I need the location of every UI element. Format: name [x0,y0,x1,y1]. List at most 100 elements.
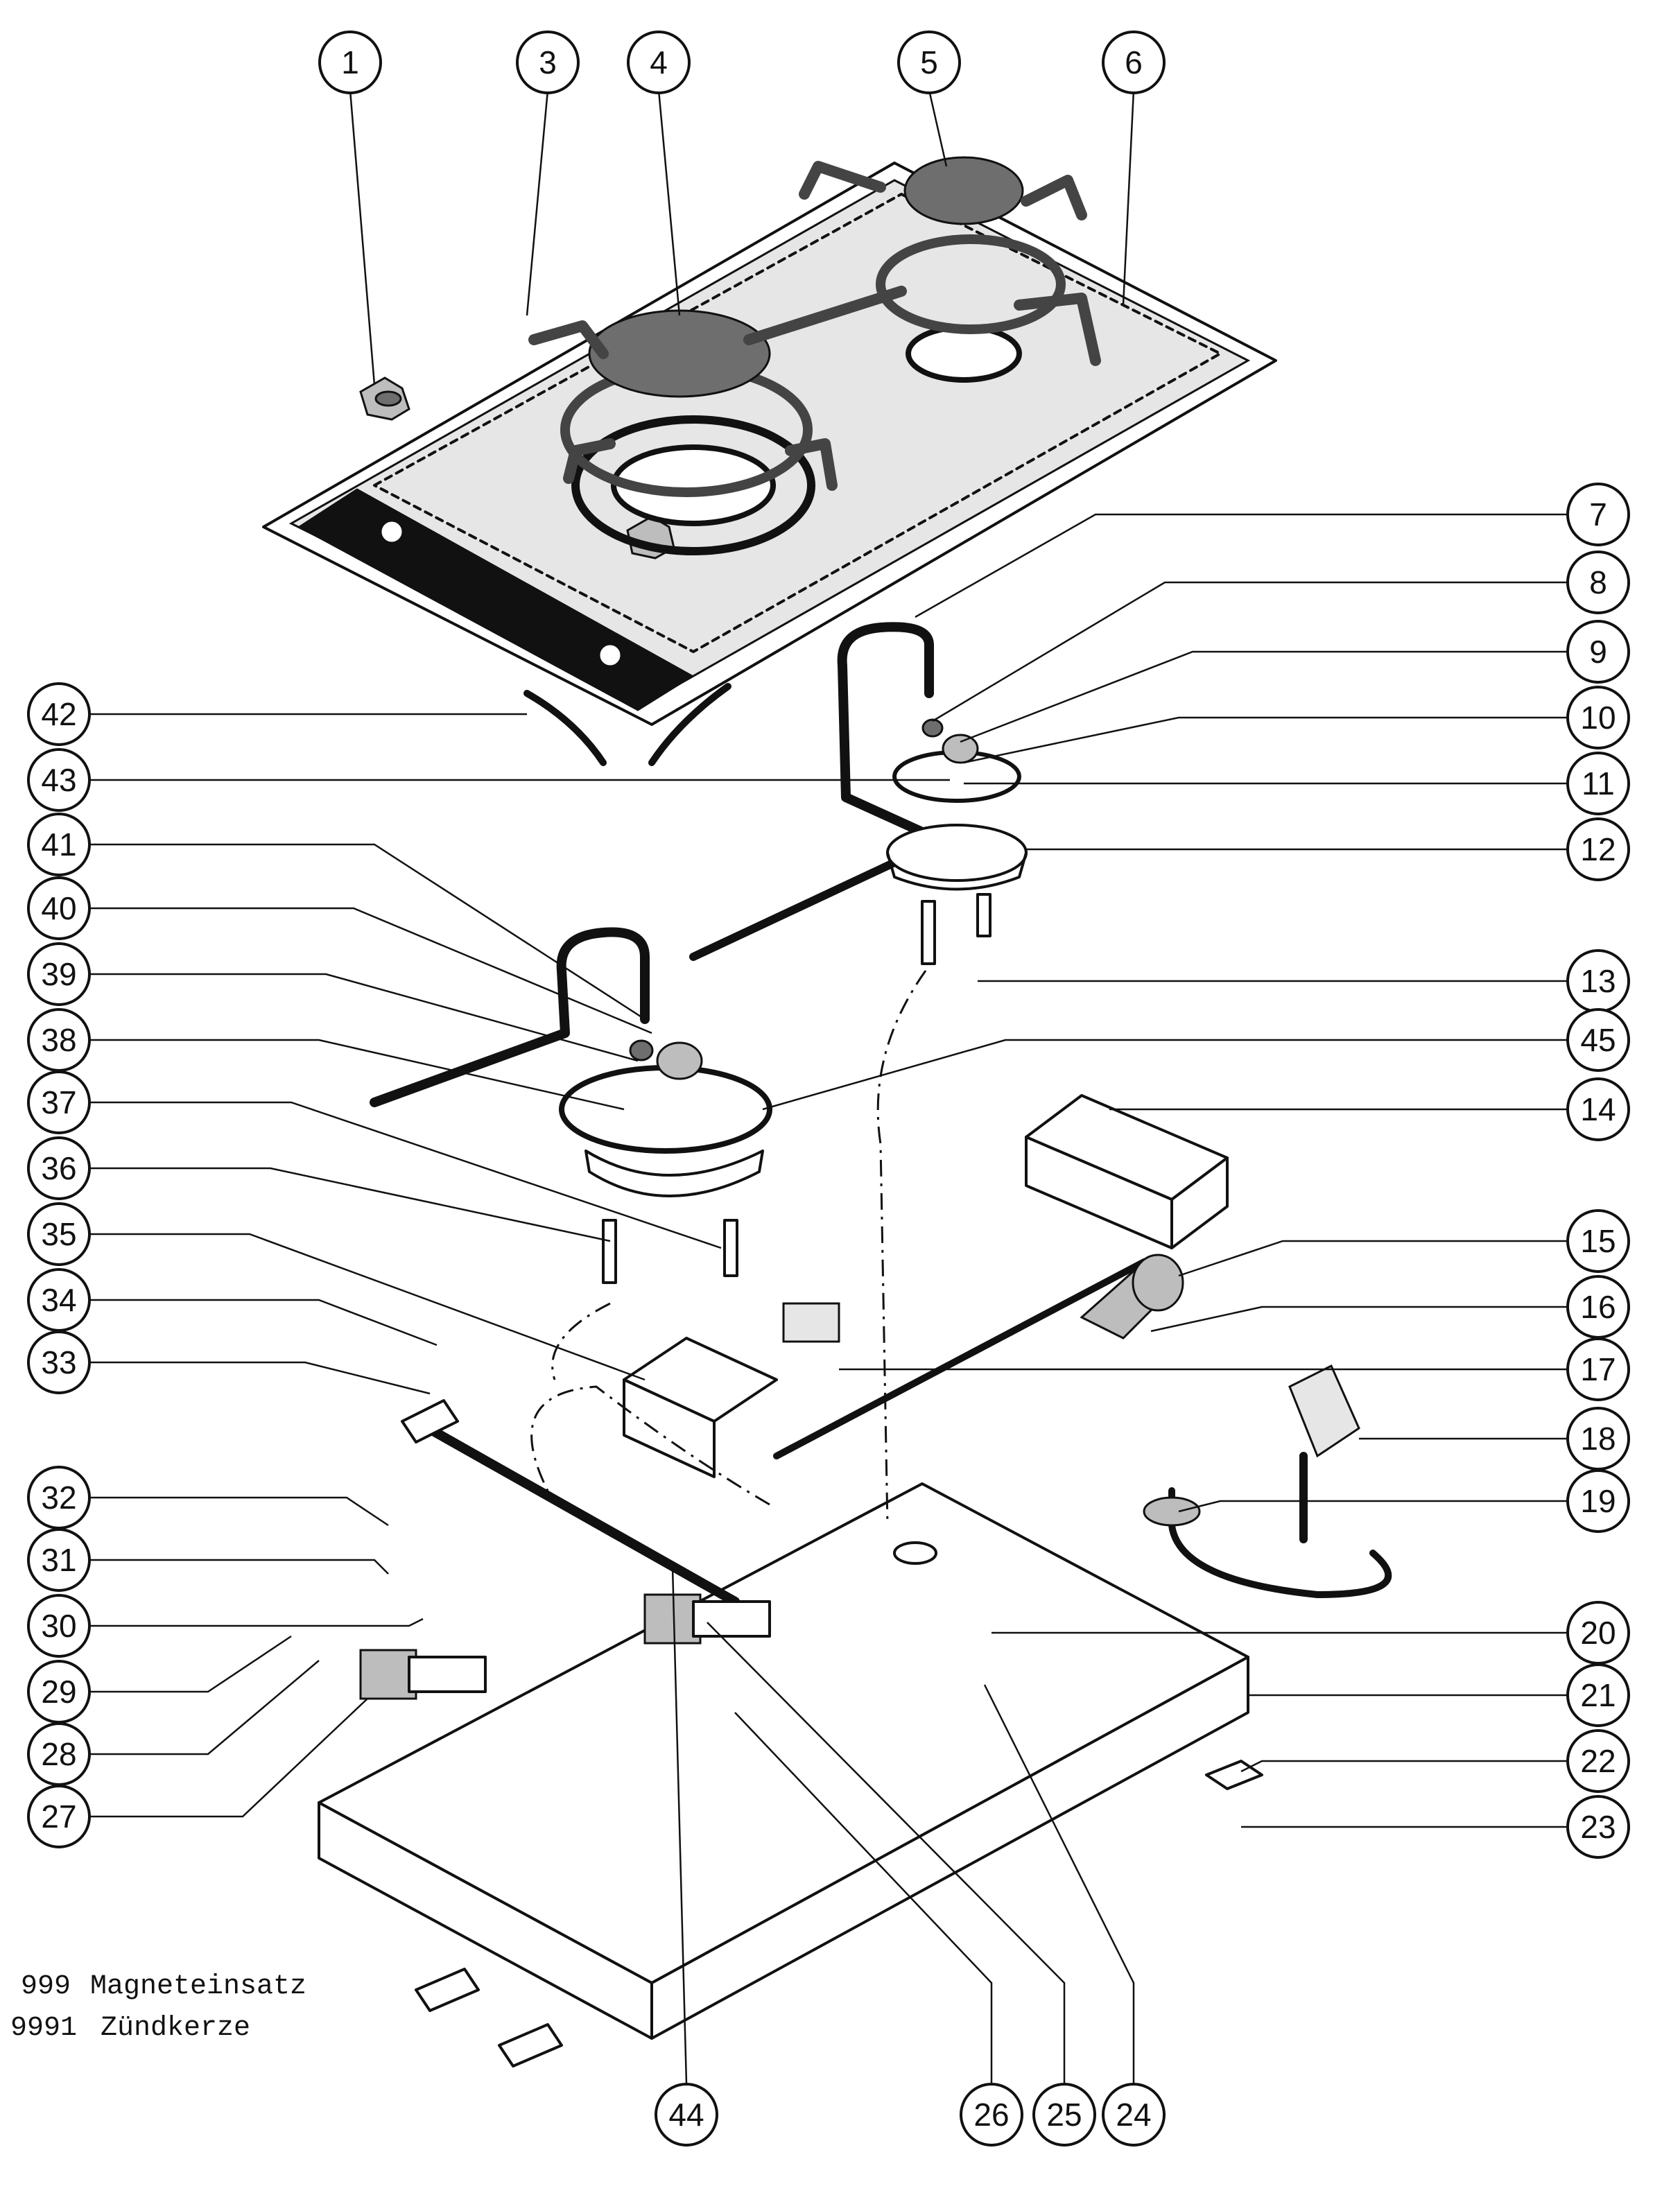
callout-36: 36 [27,1136,91,1200]
callout-3: 3 [516,31,580,94]
svg-text:13: 13 [1580,963,1616,999]
large-burner-cup [559,1039,772,1284]
legend-name-1: Magneteinsatz [90,1971,306,2002]
callout-29: 29 [27,1660,91,1724]
callout-1: 1 [318,31,382,94]
large-burner-and-grate [528,286,907,555]
callout-14: 14 [1566,1077,1630,1141]
callout-7: 7 [1566,483,1630,546]
svg-text:31: 31 [41,1542,76,1578]
callout-32: 32 [27,1466,91,1529]
svg-text:7: 7 [1589,496,1607,532]
svg-text:41: 41 [41,826,76,862]
svg-text:45: 45 [1580,1022,1616,1058]
svg-text:43: 43 [41,762,76,798]
callout-6: 6 [1102,31,1166,94]
svg-text:34: 34 [41,1282,76,1318]
callout-37: 37 [27,1070,91,1134]
svg-text:28: 28 [41,1736,76,1772]
small-burner-cup [886,718,1028,965]
power-plug-cable [1143,1364,1392,1598]
legend-name-2: Zündkerze [101,2013,250,2044]
callout-30: 30 [27,1594,91,1658]
svg-text:4: 4 [650,44,668,80]
legend-code-1: 999 [21,1971,71,2002]
callouts: 1 3 4 5 6 7 8 9 10 11 12 13 14 15 16 17 … [27,31,1630,2147]
callout-19: 19 [1566,1469,1630,1533]
callout-42: 42 [27,682,91,746]
callout-18: 18 [1566,1407,1630,1471]
svg-text:9: 9 [1589,634,1607,670]
svg-text:6: 6 [1125,44,1143,80]
svg-text:15: 15 [1580,1223,1616,1259]
svg-text:22: 22 [1580,1743,1616,1779]
svg-text:26: 26 [973,2097,1009,2133]
svg-text:20: 20 [1580,1615,1616,1651]
svg-text:37: 37 [41,1084,76,1120]
callout-20: 20 [1566,1601,1630,1665]
base-tray [318,1482,1249,2040]
svg-text:42: 42 [41,696,76,732]
gas-connection-elbow [773,1254,1184,1459]
gas-tubes [370,622,934,1107]
callout-31: 31 [27,1528,91,1592]
svg-text:1: 1 [341,44,359,80]
legend-code-2: 9991 [10,2013,77,2044]
callout-9: 9 [1566,620,1630,684]
svg-text:39: 39 [41,956,76,992]
ignition-unit [623,1302,840,1478]
callout-40: 40 [27,876,91,940]
callout-15: 15 [1566,1209,1630,1273]
svg-text:8: 8 [1589,564,1607,600]
svg-text:5: 5 [920,44,938,80]
svg-text:38: 38 [41,1022,76,1058]
svg-text:12: 12 [1580,831,1616,867]
svg-text:10: 10 [1580,700,1616,736]
svg-text:35: 35 [41,1216,76,1252]
callout-4: 4 [627,31,691,94]
callout-8: 8 [1566,550,1630,614]
svg-text:32: 32 [41,1480,76,1516]
callout-25: 25 [1032,2083,1096,2147]
svg-text:17: 17 [1580,1351,1616,1387]
callout-39: 39 [27,942,91,1006]
svg-text:21: 21 [1580,1677,1616,1713]
callout-26: 26 [960,2083,1023,2147]
svg-text:16: 16 [1580,1289,1616,1325]
svg-text:14: 14 [1580,1091,1616,1127]
svg-text:25: 25 [1046,2097,1082,2133]
callout-17: 17 [1566,1337,1630,1401]
terminal-cover-box [1025,1094,1229,1249]
svg-text:27: 27 [41,1798,76,1835]
svg-text:40: 40 [41,890,76,926]
callout-34: 34 [27,1268,91,1332]
svg-text:19: 19 [1580,1483,1616,1519]
svg-text:29: 29 [41,1674,76,1710]
callout-21: 21 [1566,1663,1630,1727]
callout-28: 28 [27,1722,91,1786]
callout-24: 24 [1102,2083,1166,2147]
callout-11: 11 [1566,752,1630,815]
callout-22: 22 [1566,1729,1630,1793]
callout-41: 41 [27,813,91,876]
svg-text:33: 33 [41,1344,76,1380]
svg-text:24: 24 [1116,2097,1151,2133]
svg-text:18: 18 [1580,1421,1616,1457]
callout-5: 5 [897,31,961,94]
svg-text:11: 11 [1582,765,1615,801]
hob-top-panel [262,162,1277,766]
leader-lines [90,89,1567,2084]
svg-text:23: 23 [1580,1809,1616,1845]
callout-12: 12 [1566,817,1630,881]
small-burner-and-grate [799,156,1101,383]
drawing [262,156,1392,2067]
callout-44: 44 [655,2083,718,2147]
svg-text:3: 3 [539,44,557,80]
svg-text:30: 30 [41,1608,76,1644]
svg-text:44: 44 [668,2097,704,2133]
callout-45: 45 [1566,1008,1630,1072]
callout-33: 33 [27,1330,91,1394]
callout-27: 27 [27,1785,91,1848]
callout-10: 10 [1566,686,1630,749]
